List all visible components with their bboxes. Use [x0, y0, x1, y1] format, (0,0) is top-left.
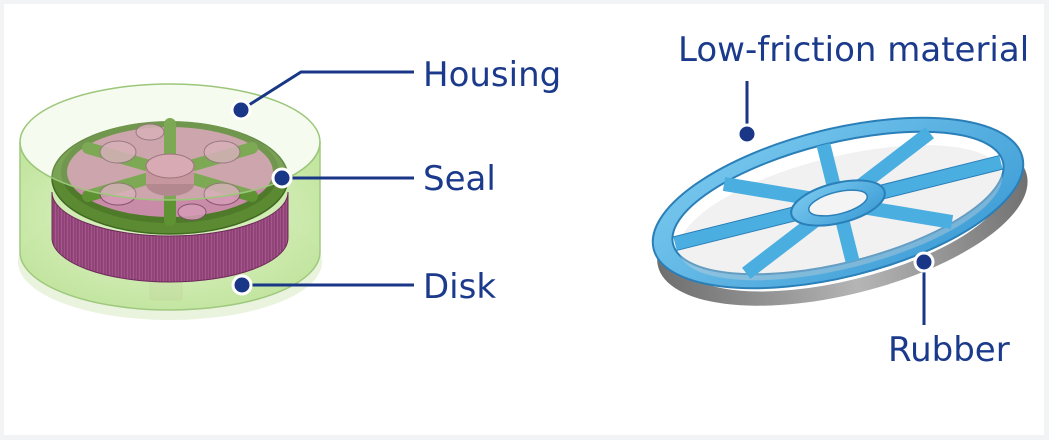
left-leaders	[240, 70, 414, 287]
seal-dot-marker	[271, 167, 293, 189]
hub-hole	[808, 189, 868, 217]
rubber-dot-marker	[913, 251, 935, 273]
disk-side	[51, 191, 289, 283]
hub-top	[145, 153, 195, 179]
low-friction-material-label: Low-friction material	[678, 30, 1030, 70]
rubber-label: Rubber	[888, 330, 1010, 370]
disk-label: Disk	[423, 267, 497, 307]
disk-dot-marker	[231, 274, 253, 296]
spoked-ring-model	[651, 116, 1028, 306]
seal-pockets	[99, 123, 241, 221]
right-leader-dots	[736, 123, 935, 273]
housing-dot-marker	[230, 99, 252, 121]
left-leader-dots	[230, 99, 293, 296]
housing-label: Housing	[423, 55, 562, 95]
housing-leader-line	[240, 70, 414, 112]
seal-label: Seal	[423, 159, 496, 199]
low-friction-dot-marker	[736, 123, 758, 145]
